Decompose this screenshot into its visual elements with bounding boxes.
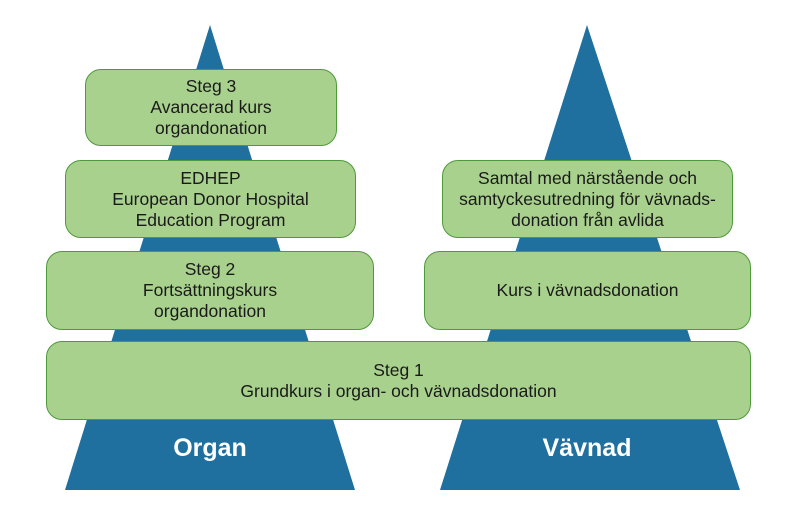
vavnad-label: Vävnad [542,434,632,462]
box-line: Kurs i vävnadsdonation [496,280,679,300]
box-line: organdonation [154,301,266,321]
steg3-box: Steg 3 Avancerad kurs organdonation [85,69,337,146]
steg2-box: Steg 2 Fortsättningskurs organdonation [46,251,374,330]
kurs-vavnad-box: Kurs i vävnadsdonation [424,251,751,330]
box-line: Steg 1 [373,359,424,380]
edhep-box: EDHEP European Donor Hospital Education … [65,160,356,238]
box-line: donation från avlida [511,209,664,230]
box-line: Fortsättningskurs [142,280,278,300]
box-line: samtyckesutredning för vävnads- [459,188,716,209]
box-line: Steg 2 [184,259,236,279]
box-line: Education Program [135,209,286,230]
box-line: EDHEP [180,167,241,188]
box-line: organdonation [155,118,267,138]
box-line: Avancerad kurs [150,97,272,117]
organ-label: Organ [173,434,247,462]
samtal-box: Samtal med närstående och samtyckesutred… [442,160,733,238]
box-line: European Donor Hospital [112,188,309,209]
box-line: Grundkurs i organ- och vävnadsdonation [240,380,557,401]
box-line: Steg 3 [185,76,237,96]
steg1-box: Steg 1 Grundkurs i organ- och vävnadsdon… [46,341,751,420]
box-line: Samtal med närstående och [478,167,697,188]
